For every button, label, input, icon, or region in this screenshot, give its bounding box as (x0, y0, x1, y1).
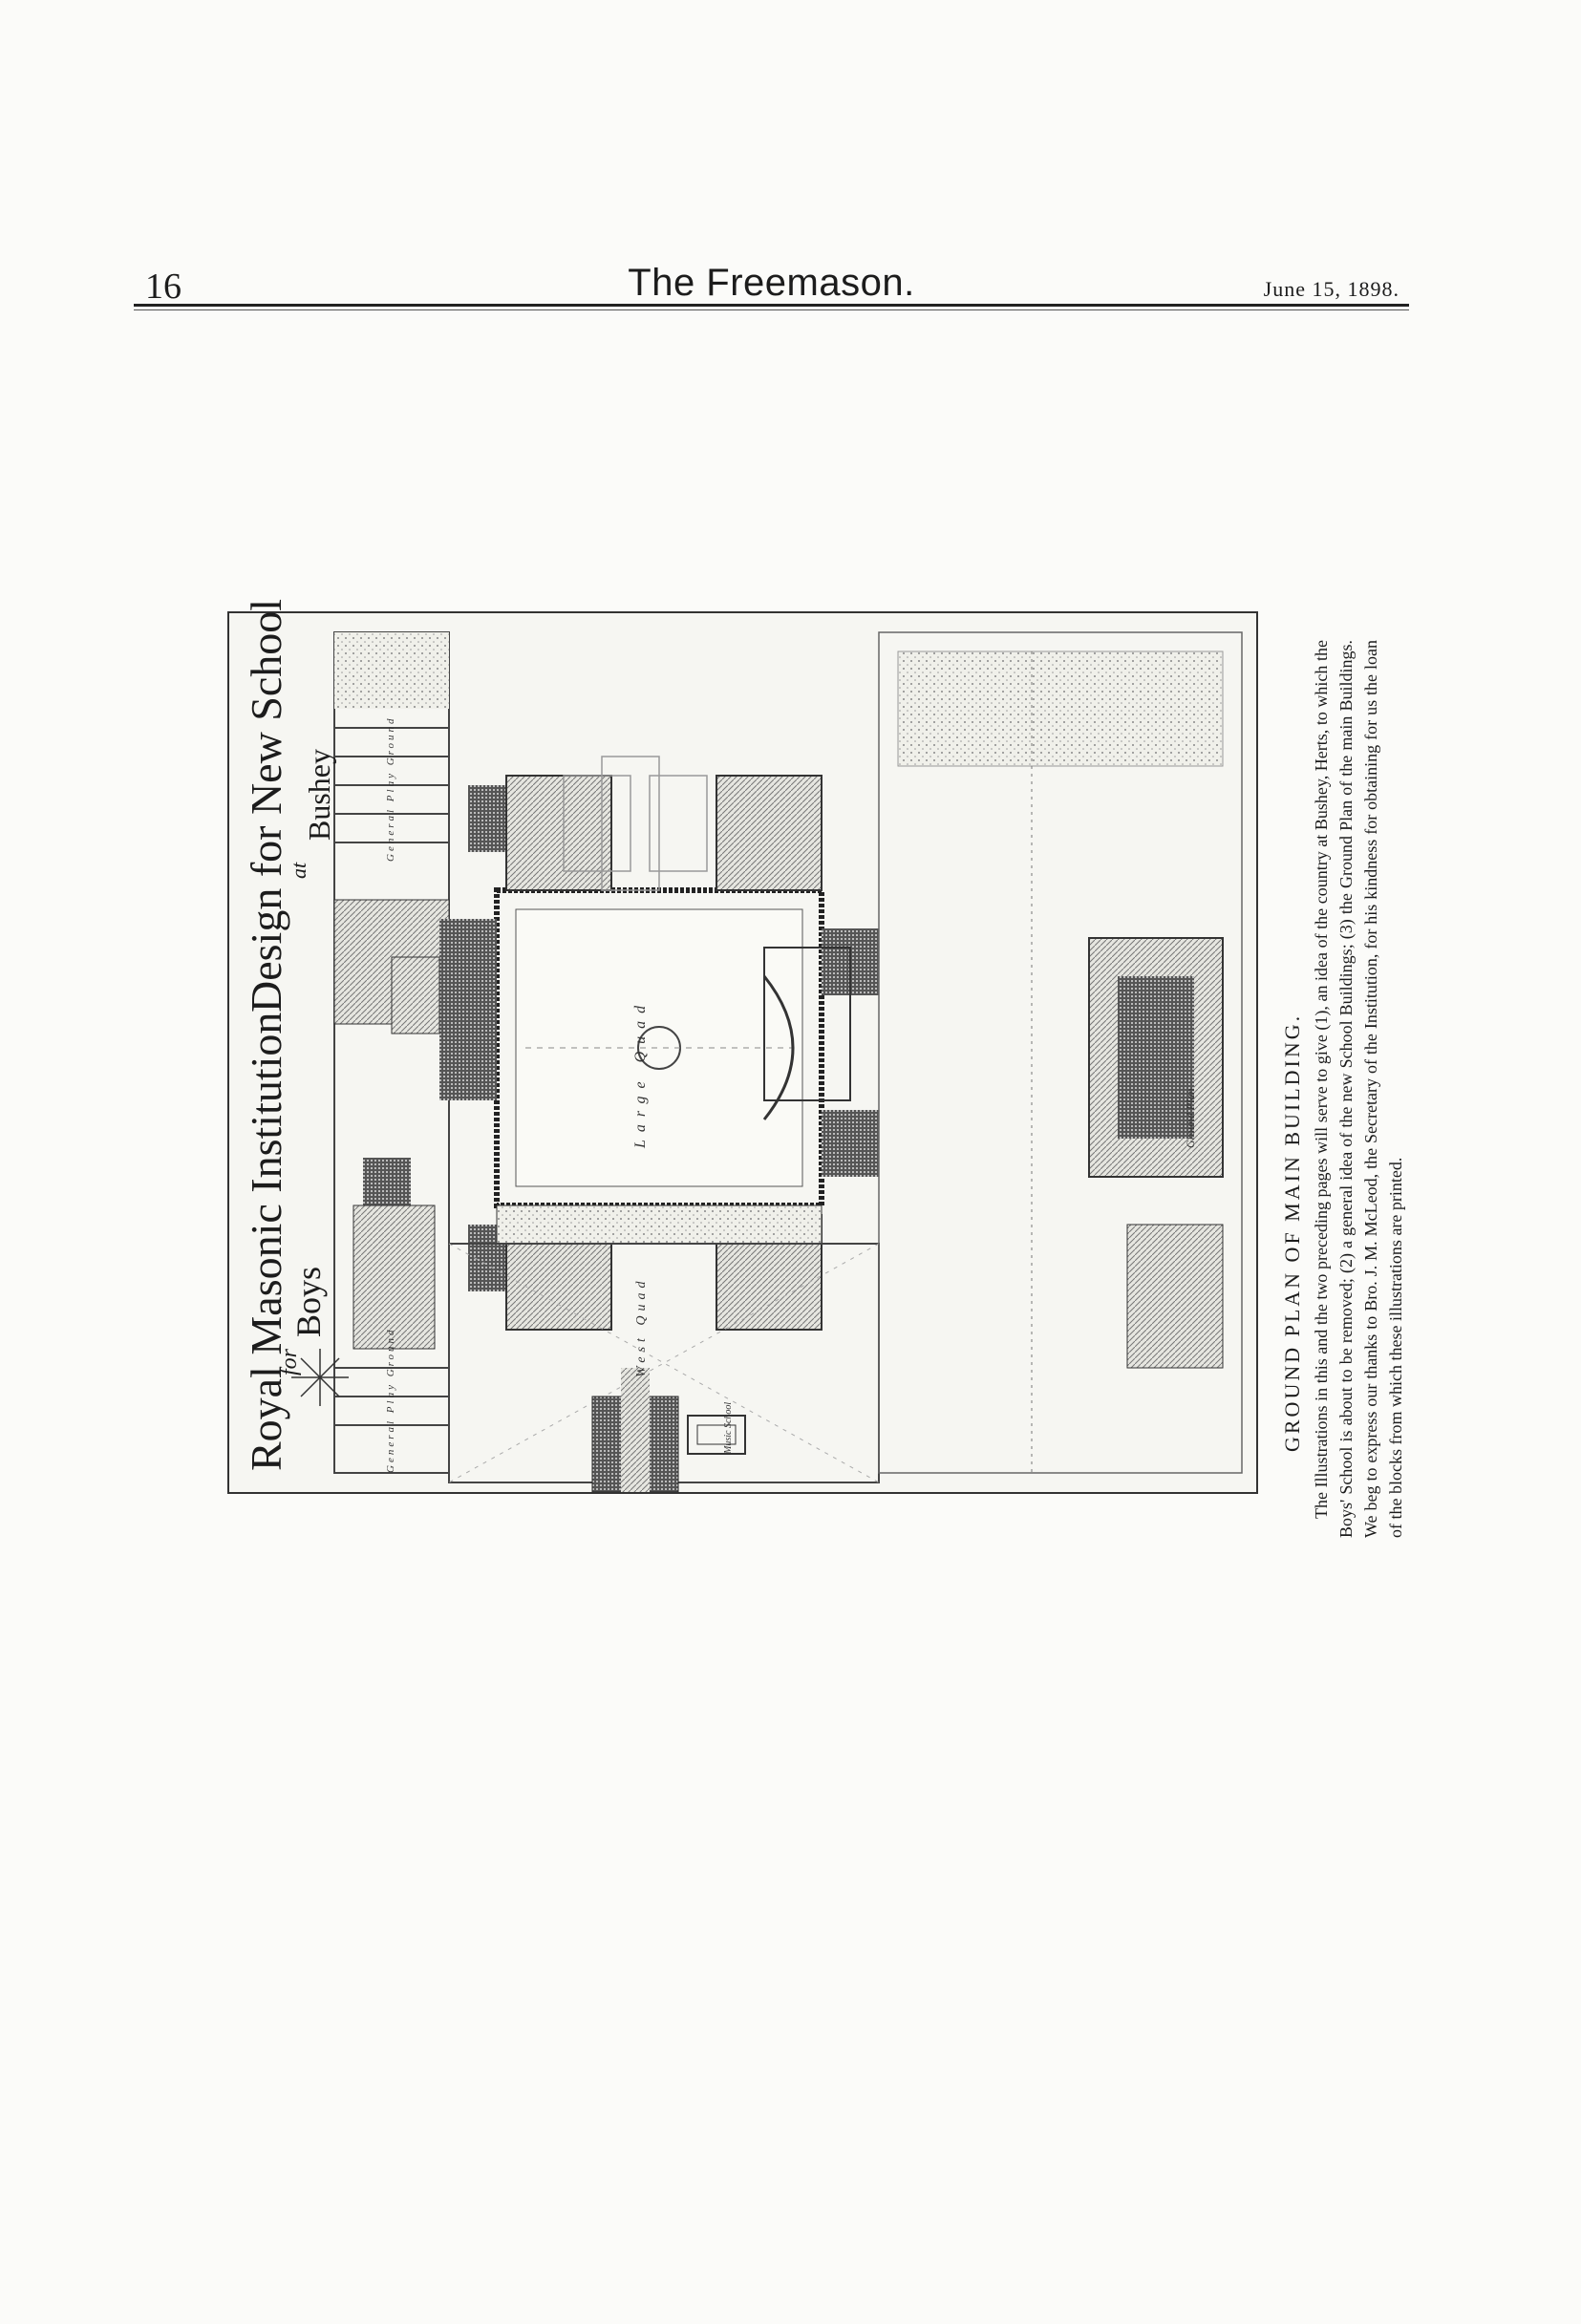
music-school-label: Music School (723, 1402, 734, 1455)
plan-title-left-sub: Boys (289, 1266, 328, 1337)
ground-plan-label: Ground Plan (1184, 1088, 1197, 1148)
play-ground-label-1: General Play Ground (385, 715, 396, 862)
ground-plan-illustration: Large Quad West Quad General Play Ground… (227, 611, 1258, 1494)
plan-title-right-at: at (287, 862, 310, 879)
newspaper-title: The Freemason. (628, 262, 915, 304)
large-quad-label: Large Quad (632, 998, 649, 1149)
page-header: 16 The Freemason. June 15, 1898. (134, 258, 1409, 307)
page-number: 16 (145, 267, 182, 307)
header-rule (134, 304, 1409, 307)
issue-date: June 15, 1898. (1263, 277, 1399, 301)
plan-title-right-sub: Bushey (302, 749, 336, 841)
plan-title-right: Design for New School (242, 598, 290, 1013)
plan-title-left: Royal Masonic Institution (242, 1012, 290, 1471)
ground-plan-drawing: Large Quad West Quad General Play Ground… (229, 613, 1256, 1492)
header-rule-thin (134, 309, 1409, 310)
plan-title-left-for: for (277, 1348, 302, 1375)
west-quad-label: West Quad (634, 1276, 649, 1377)
caption-body: The Illustrations in this and the two pr… (1312, 640, 1405, 1538)
play-ground-label-2: General Play Ground (385, 1327, 396, 1473)
compass-icon (291, 1349, 349, 1406)
caption-heading: GROUND PLAN OF MAIN BUILDING. (1280, 1013, 1304, 1452)
